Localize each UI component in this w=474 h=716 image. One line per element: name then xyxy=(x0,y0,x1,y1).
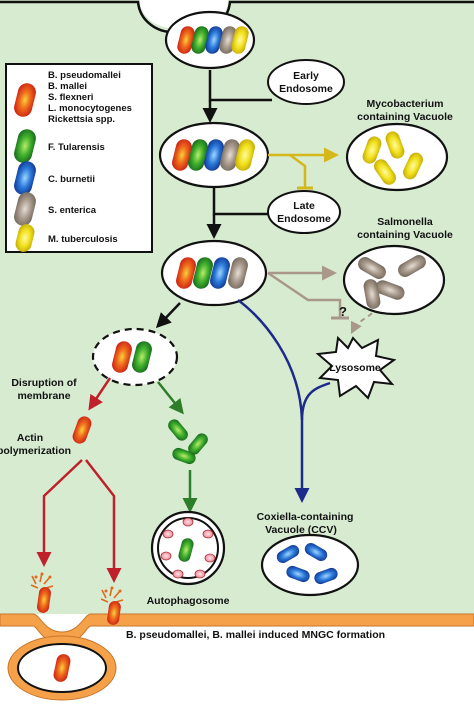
cytosolic-bacterium xyxy=(72,416,92,444)
legend: B. pseudomallei B. mallei S. flexneri L.… xyxy=(5,63,153,253)
red-arrow-right-branch xyxy=(85,459,122,583)
arrow-to-disrupted-vacuole xyxy=(155,302,181,329)
green-bacterium-icon xyxy=(14,129,36,163)
early-endosome-vacuole xyxy=(158,121,270,189)
legend-item-5: M. tuberculosis xyxy=(48,234,118,245)
lysosome-to-ccv-line xyxy=(300,381,331,421)
actin-tail-bacterium-right xyxy=(100,586,124,625)
question-mark: ? xyxy=(339,304,347,319)
late-endosome-line1: Late xyxy=(293,200,315,212)
mycobacterium-label-line2: containing Vacuole xyxy=(357,111,453,123)
late-endosome-vacuole xyxy=(160,239,268,307)
actin-label-line1: Actin xyxy=(17,432,43,444)
salmonella-label-line2: containing Vacuole xyxy=(357,229,453,241)
coxiella-containing-vacuole xyxy=(260,533,360,597)
inhibition-late-endosome-line xyxy=(289,153,307,188)
legend-item-1-line5: Rickettsia spp. xyxy=(48,114,115,125)
lysosome-label: Lysosome xyxy=(329,362,381,374)
late-endosome-label-box: Late Endosome xyxy=(267,190,341,234)
legend-item-3: C. burnetii xyxy=(48,174,95,185)
disrupted-vacuole xyxy=(91,327,179,387)
legend-item-4: S. enterica xyxy=(48,205,97,216)
ccv-label-line2: Vacuole (CCV) xyxy=(265,524,337,536)
mngc-formation-label: B. pseudomallei, B. mallei induced MNGC … xyxy=(126,629,385,641)
entry-vacuole xyxy=(164,10,256,70)
salmonella-label-line1: Salmonella xyxy=(377,216,433,228)
lysosome-shape xyxy=(315,335,397,400)
red-arrow-left-branch xyxy=(36,459,83,567)
disruption-label-line1: Disruption of xyxy=(11,377,77,389)
neighbor-cell-vacuole xyxy=(7,635,117,701)
legend-item-1-line1: B. pseudomallei xyxy=(48,70,121,81)
yellow-bacterium-icon xyxy=(15,224,35,252)
legend-item-1-line4: L. monocytogenes xyxy=(48,103,132,114)
early-endosome-line2: Endosome xyxy=(279,83,333,95)
yellow-bacterium xyxy=(231,26,249,54)
blue-bacterium xyxy=(205,26,223,54)
green-bacterium xyxy=(191,26,209,54)
autophagosome xyxy=(150,510,226,586)
legend-item-1-line3: S. flexneri xyxy=(48,92,93,103)
legend-item-2: F. Tularensis xyxy=(48,142,105,153)
red-arrow-to-actin xyxy=(88,377,112,411)
mycobacterium-vacuole: Mycobacterium containing Vacuole xyxy=(345,98,453,192)
legend-item-1-line2: B. mallei xyxy=(48,81,87,92)
late-endosome-line2: Endosome xyxy=(277,213,331,225)
grey-bacterium-icon xyxy=(14,192,36,226)
red-orange-bacterium-icon xyxy=(14,83,36,117)
blue-bacterium-icon xyxy=(14,161,36,195)
early-endosome-label-box: Early Endosome xyxy=(267,59,345,105)
salmonella-inhibition-line xyxy=(267,271,342,318)
early-endosome-line1: Early xyxy=(293,70,319,82)
ccv-label-line1: Coxiella-containing xyxy=(257,511,354,523)
red-orange-bacterium xyxy=(177,26,195,54)
actin-tail-bacterium-left xyxy=(30,572,54,613)
autophagosome-label: Autophagosome xyxy=(147,595,230,607)
salmonella-vacuole: Salmonella containing Vacuole xyxy=(342,216,453,316)
blue-arrow-to-ccv xyxy=(237,299,310,503)
lysosome: Lysosome xyxy=(315,335,397,400)
green-arrow-to-autophagy xyxy=(157,381,184,415)
actin-label-line2: polymerization xyxy=(0,445,71,457)
cytosolic-green-bacteria xyxy=(168,419,208,465)
mycobacterium-label-line1: Mycobacterium xyxy=(366,98,443,110)
disruption-label-line2: membrane xyxy=(17,390,70,402)
